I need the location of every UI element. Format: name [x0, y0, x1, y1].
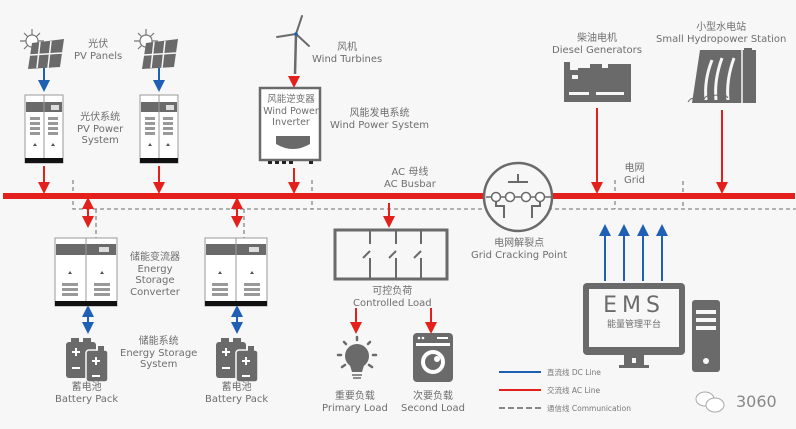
switch-panel-icon	[333, 228, 449, 281]
diesel-generator-icon	[564, 62, 631, 102]
dc-lines	[38, 68, 668, 334]
legend-item-dc: 直流线 DC Line	[499, 363, 631, 381]
storage-converter-cabinet-icon	[204, 237, 268, 307]
battery-icon	[65, 337, 109, 383]
legend-item-communication: 通信线 Communication	[499, 399, 631, 417]
storage-converter-cabinet-icon	[54, 237, 118, 307]
legend: 直流线 DC Line 交流线 AC Line 通信线 Communicatio…	[499, 363, 631, 417]
ac-line-swatch	[499, 389, 541, 391]
hydropower-dam-icon	[687, 48, 756, 103]
ems-label: EMS 能量管理平台	[589, 293, 679, 331]
battery-icon	[215, 337, 259, 383]
ems-subtitle: 能量管理平台	[606, 320, 661, 330]
circuit-breaker-icon	[482, 161, 554, 233]
computer-monitor-icon	[583, 283, 685, 368]
pv-inverter-cabinet-icon	[139, 94, 179, 164]
pv-inverter-cabinet-icon	[24, 94, 64, 164]
legend-item-ac: 交流线 AC Line	[499, 381, 631, 399]
ac-busbar-line	[3, 193, 795, 199]
wechat-icon	[695, 391, 725, 413]
wind-inverter-box-icon	[258, 86, 322, 164]
solar-panel-icon	[133, 28, 179, 70]
solar-panel-icon	[19, 28, 65, 70]
ac-lines	[38, 76, 728, 334]
communication-line-swatch	[499, 407, 541, 409]
dc-line-swatch	[499, 371, 541, 373]
computer-tower-icon	[692, 300, 720, 372]
washing-machine-icon	[413, 333, 453, 382]
wind-turbine-icon	[276, 15, 310, 75]
watermark-text: 3060	[736, 392, 777, 411]
ems-title: EMS	[603, 293, 665, 318]
light-bulb-icon	[336, 335, 378, 379]
